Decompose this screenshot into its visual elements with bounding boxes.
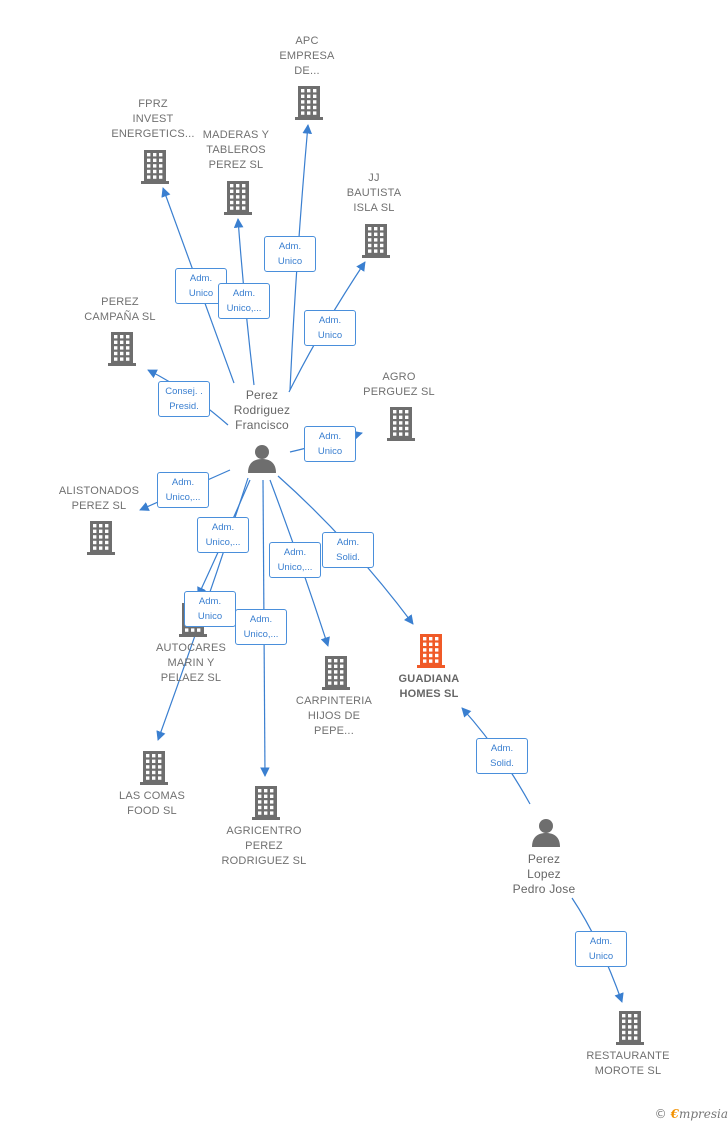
building-icon [385,405,417,446]
brand-logo: ©€mpresia [655,1107,728,1121]
building-glyph [417,634,445,668]
relation-label[interactable]: Adm. Solid. [476,738,528,774]
building-icon [614,1009,646,1050]
building-icon [139,148,171,189]
relation-label[interactable]: Adm. Unico [264,236,316,272]
relation-label[interactable]: Adm. Unico,... [218,283,270,319]
company-name: JJ BAUTISTA ISLA SL [346,172,402,214]
company-name: LAS COMAS FOOD SL [119,790,185,817]
person-glyph [532,819,560,847]
building-icon [85,519,117,560]
company-name: ALISTONADOS PEREZ SL [58,485,140,512]
person-glyph [248,445,276,473]
building-icon [320,654,352,695]
building-glyph [362,224,390,258]
building-glyph [387,407,415,441]
person-name: Perez Rodriguez Francisco [233,388,291,432]
company-name: RESTAURANTE MOROTE SL [586,1050,670,1077]
building-icon [250,784,282,825]
company-name: AUTOCARES MARIN Y PELAEZ SL [155,642,227,684]
copyright-symbol: © [654,1107,667,1121]
relation-label[interactable]: Adm. Unico,... [235,609,287,645]
relation-label[interactable]: Adm. Unico,... [197,517,249,553]
brand-name: mpresia [678,1107,728,1121]
company-name: AGRO PERGUEZ SL [363,371,435,398]
building-icon [106,330,138,371]
building-icon [360,222,392,263]
building-glyph [295,86,323,120]
company-name: APC EMPRESA DE... [279,35,335,77]
relation-label[interactable]: Adm. Unico,... [157,472,209,508]
person-icon [247,443,277,478]
building-glyph [224,181,252,215]
building-glyph [87,521,115,555]
relation-label[interactable]: Adm. Unico [304,426,356,462]
building-icon [293,84,325,125]
building-glyph [252,786,280,820]
building-glyph [322,656,350,690]
company-name: PEREZ CAMPAÑA SL [84,296,156,323]
building-icon [138,749,170,790]
relation-label[interactable]: Adm. Unico [304,310,356,346]
company-name: MADERAS Y TABLEROS PEREZ SL [202,129,270,171]
company-name: FPRZ INVEST ENERGETICS... [111,98,195,140]
relation-label[interactable]: Adm. Unico,... [269,542,321,578]
building-glyph [140,751,168,785]
relation-label[interactable]: Consej. . Presid. [158,381,210,417]
building-glyph [141,150,169,184]
person-icon [531,817,561,852]
relation-label[interactable]: Adm. Unico [575,931,627,967]
relation-label[interactable]: Adm. Solid. [322,532,374,568]
building-glyph [616,1011,644,1045]
company-name: AGRICENTRO PEREZ RODRIGUEZ SL [221,825,307,867]
company-name: CARPINTERIA HIJOS DE PEPE... [295,695,373,737]
building-icon [222,179,254,220]
building-icon [415,632,447,673]
company-name: GUADIANA HOMES SL [398,673,460,700]
building-glyph [108,332,136,366]
relation-label[interactable]: Adm. Unico [184,591,236,627]
brand-initial: € [670,1107,679,1121]
person-name: Perez Lopez Pedro Jose [512,852,576,896]
